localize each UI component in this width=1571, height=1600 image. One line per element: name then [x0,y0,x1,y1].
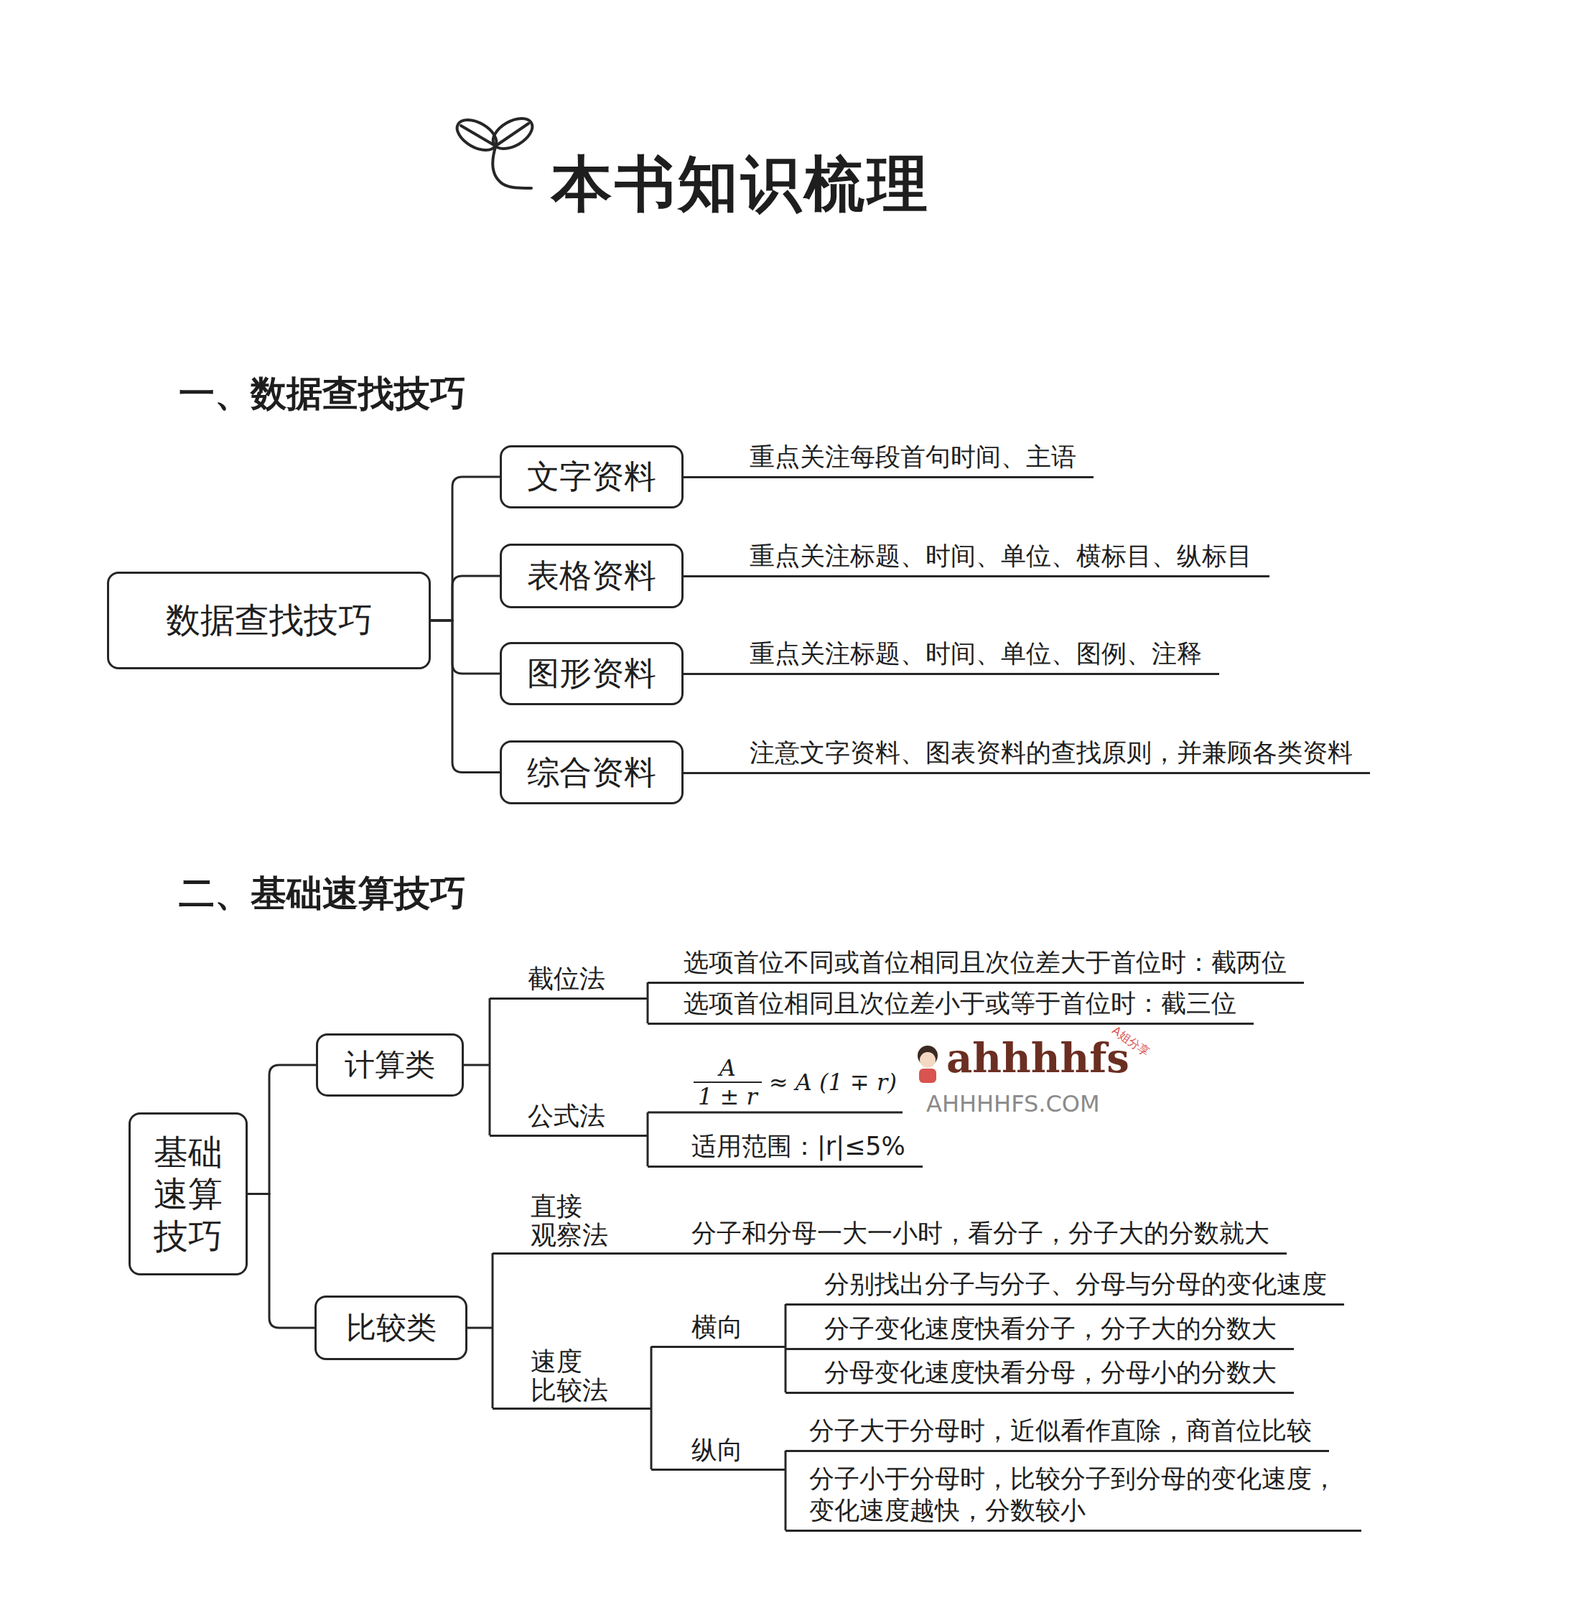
topic-text: 表格资料 [527,554,657,598]
fraction: A1 ± r [693,1054,762,1111]
note-text: 分子大于分母时，近似看作直除，商首位比较 [809,1415,1312,1447]
sprout-icon [452,112,538,189]
note-text: 直接 观察法 [530,1191,612,1249]
note-text: 选项首位相同且次位差小于或等于首位时：截三位 [683,987,1237,1020]
note-text: 截位法 [527,962,648,995]
watermark: AHHHHFS.COM [926,1089,1100,1118]
note-text: 分子小于分母时，比较分子到分母的变化速度，变化速度越快，分数较小 [809,1463,1345,1527]
leaf-note: 重点关注标题、时间、单位、图例、注释 [683,638,1220,675]
topic-box: 计算类 [315,1033,464,1097]
branch-lines [463,982,903,1531]
note-text: 选项首位不同或首位相同且次位差大于首位时：截两位 [683,947,1287,979]
topic-text: 图形资料 [527,651,657,696]
formula-text: ≈ A (1 ∓ r) [768,1068,897,1096]
connector-line [247,1064,316,1195]
note-text: 重点关注每段首句时间、主语 [749,441,1077,474]
branch-label: 纵向 [651,1433,786,1471]
note-text: 分子和分母一大一小时，看分子，分子大的分数就大 [691,1217,1270,1250]
topic-box: 比较类 [314,1295,468,1360]
topic-text: 综合资料 [527,751,657,795]
watermark-icon [917,1045,938,1083]
connector-line [247,1194,315,1329]
leaf-note: 注意文字资料、图表资料的查找原则，并兼顾各类资料 [683,737,1370,775]
branch-connector [430,476,500,621]
note-text: 分母变化速度快看分母，分母小的分数大 [824,1357,1277,1389]
watermark: ahhhhfs [946,1033,1130,1082]
topic-box: 数据查找技巧 [106,571,431,670]
branch-label: 公式法 [489,1099,648,1137]
topic-text: 比较类 [346,1307,437,1348]
note-text: 公式法 [527,1099,648,1132]
topic-text: 数据查找技巧 [165,597,373,644]
note-text: 分别找出分子与分子、分母与分母的变化速度 [824,1268,1327,1301]
leaf-note: 分母变化速度快看分母，分母小的分数大 [785,1357,1294,1394]
section-heading: 二、基础速算技巧 [178,869,466,918]
leaf-note: 分别找出分子与分子、分母与分母的变化速度 [785,1268,1345,1306]
formula: A1 ± r≈ A (1 ∓ r) [693,1054,897,1111]
topic-box: 基础速算技巧 [128,1112,248,1276]
branch-connector [430,620,500,773]
connector-line [430,620,500,773]
note-text: 纵向 [691,1433,786,1466]
branch-connector [247,1064,316,1195]
branch-label: 截位法 [489,962,648,1000]
note-text: 速度 比较法 [530,1346,612,1404]
fraction-denominator: 1 ± r [693,1081,762,1111]
note-text: 横向 [691,1310,786,1343]
note-text: 注意文字资料、图表资料的查找原则，并兼顾各类资料 [749,737,1353,769]
fraction-numerator: A [715,1054,741,1082]
topic-box: 综合资料 [499,740,684,805]
branch-connector [247,1194,315,1329]
branch-label: 横向 [651,1310,786,1348]
topic-box: 表格资料 [499,543,684,609]
topic-text: 计算类 [344,1044,436,1085]
leaf-note: 适用范围：|r|≤5% [647,1130,923,1168]
note-text: 重点关注标题、时间、单位、图例、注释 [749,638,1202,670]
leaf-note: 分子小于分母时，比较分子到分母的变化速度，变化速度越快，分数较小 [785,1463,1362,1532]
note-text: 重点关注标题、时间、单位、横标目、纵标目 [749,540,1253,573]
section-heading: 一、数据查找技巧 [178,369,466,418]
leaf-note: 选项首位不同或首位相同且次位差大于首位时：截两位 [647,947,1304,984]
branch-label: 直接 观察法 [492,1191,652,1254]
connector-line [430,575,500,621]
leaf-note: 分子变化速度快看分子，分子大的分数大 [785,1313,1294,1350]
note-text: 适用范围：|r|≤5% [691,1130,906,1163]
page-title: 本书知识梳理 [551,143,931,226]
topic-text: 基础速算技巧 [152,1130,224,1258]
leaf-note: 分子大于分母时，近似看作直除，商首位比较 [785,1415,1330,1452]
branch-connector [430,575,500,621]
connector-line [430,476,500,621]
connector-line [430,620,500,674]
note-text: 分子变化速度快看分子，分子大的分数大 [824,1313,1277,1345]
topic-text: 文字资料 [527,455,657,499]
leaf-note: 重点关注标题、时间、单位、横标目、纵标目 [683,540,1270,578]
branch-connector [430,620,500,674]
topic-box: 图形资料 [499,641,684,706]
leaf-note: 分子和分母一大一小时，看分子，分子大的分数就大 [651,1217,1287,1255]
branch-label: 速度 比较法 [492,1346,652,1409]
topic-box: 文字资料 [499,445,684,509]
leaf-note: 选项首位相同且次位差小于或等于首位时：截三位 [647,987,1254,1025]
leaf-note: 重点关注每段首句时间、主语 [683,441,1094,479]
